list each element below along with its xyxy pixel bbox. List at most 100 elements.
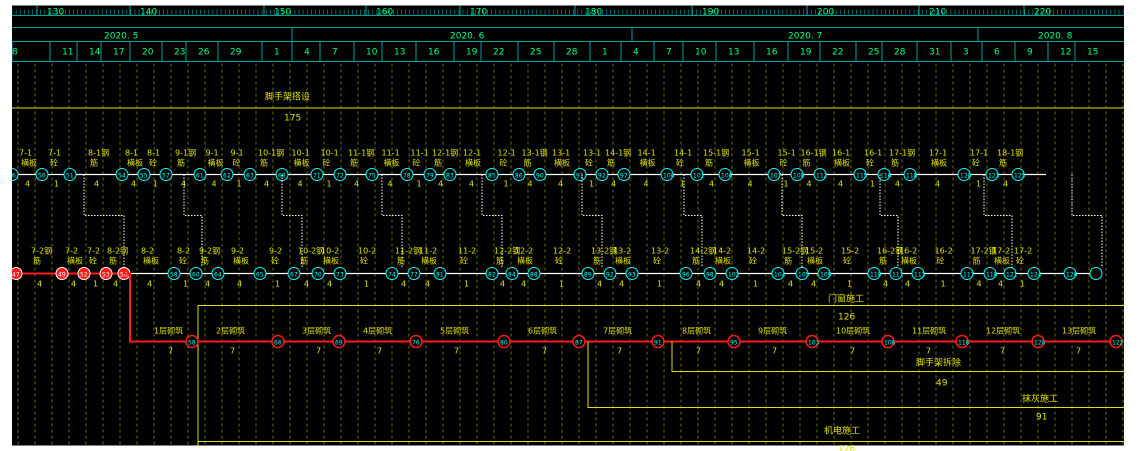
row2-node-number: 98 — [706, 272, 714, 279]
row2-task-label: 砼 — [179, 256, 187, 266]
row2-node-number: 58 — [170, 272, 178, 279]
dependency-link — [879, 174, 899, 268]
day-label: 25 — [868, 48, 879, 58]
row1-node — [877, 168, 891, 181]
day-label: 20 — [142, 48, 154, 58]
row2-node — [1003, 267, 1017, 280]
row2-task-duration: 4 — [597, 280, 602, 289]
row1-task-label: 砼 — [780, 158, 788, 168]
row2-node-number: 126 — [1066, 272, 1078, 279]
row2-task-label: 12-2 — [553, 247, 571, 256]
row1-task-label: 筋 — [434, 158, 442, 168]
row1-node-number: 79 — [426, 173, 434, 180]
row2-task-duration: 4 — [696, 280, 701, 289]
day-label: 31 — [929, 48, 940, 58]
row2-task-label: 筋 — [109, 256, 117, 266]
diagram-background — [12, 5, 1124, 446]
row1-node — [617, 168, 631, 181]
row1-task-label: 筋 — [607, 158, 615, 168]
row1-node-number: 125 — [1014, 173, 1026, 180]
row2-node-number: 89 — [584, 272, 592, 279]
day-label: 16 — [766, 48, 778, 58]
row2-task-duration: 1 — [559, 280, 564, 289]
row2-task-label: 横板 — [807, 256, 823, 266]
week-label: 190 — [702, 8, 719, 18]
masonry-task-duration: 7 — [377, 347, 382, 356]
row2-task-label: 横板 — [233, 256, 249, 266]
row1-node — [400, 168, 414, 181]
week-label: 160 — [376, 8, 393, 18]
row2-node-number: 60 — [192, 272, 200, 279]
row2-task-label: 15-2 — [805, 247, 823, 256]
masonry-node-number: 116 — [958, 340, 970, 347]
row1-task-duration: 4 — [131, 180, 136, 189]
masonry-task-duration: 7 — [168, 347, 173, 356]
row1-node-number: 75 — [368, 173, 376, 180]
row2-task-label: 砼 — [460, 256, 468, 266]
row2-node — [12, 267, 23, 280]
mep-name: 机电施工 — [824, 425, 860, 437]
row1-node-number: 120 — [960, 173, 972, 180]
row2-task-label: 横板 — [517, 256, 533, 266]
masonry-node-number: 87 — [575, 340, 583, 347]
row1-task-label: 16-1 — [832, 149, 850, 158]
day-label: 12 — [1060, 48, 1071, 58]
row2-node — [1089, 267, 1103, 280]
row1-task-duration: 4 — [611, 180, 616, 189]
row2-task-duration: 1 — [93, 280, 98, 289]
row1-task-label: 横板 — [127, 158, 143, 168]
row1-task-label: 砼 — [500, 158, 508, 168]
masonry-node-number: 103 — [808, 340, 820, 347]
row2-task-label: 筋 — [973, 256, 981, 266]
row1-task-label: 筋 — [90, 158, 98, 168]
row2-task-label: 砼 — [1016, 256, 1024, 266]
week-label: 200 — [817, 8, 834, 18]
row1-task-label: 横板 — [384, 158, 400, 168]
day-label: 22 — [832, 48, 843, 58]
row2-node-number: 67 — [290, 272, 298, 279]
row1-task-label: 11-1钢 — [348, 148, 374, 158]
row1-task-duration: 4 — [354, 180, 359, 189]
row2-node-number: 121 — [1006, 272, 1018, 279]
row1-task-label: 17-1 — [970, 149, 988, 158]
masonry-node-number: 69 — [335, 340, 343, 347]
row2-task-label: 筋 — [300, 256, 308, 266]
row1-node-number: 123 — [988, 173, 1000, 180]
row2-node — [725, 267, 739, 280]
row2-node-number: 74 — [388, 272, 396, 279]
row1-task-label: 10-1 — [321, 149, 339, 158]
row2-task-label: 横板 — [994, 256, 1010, 266]
row2-task-label: 筋 — [201, 256, 209, 266]
row2-task-duration: 1 — [941, 280, 946, 289]
day-label: 17 — [113, 48, 124, 58]
dependency-link — [683, 174, 703, 268]
month-label: 2020. 6 — [450, 32, 485, 42]
row1-node-number: 46 — [12, 173, 16, 180]
day-label: 25 — [530, 48, 541, 58]
day-label: 11 — [62, 48, 73, 58]
row2-task-duration: 1 — [657, 280, 662, 289]
row1-node — [115, 168, 129, 181]
row2-task-label: 16-2钢 — [877, 246, 903, 256]
masonry-task-label: 7层砌筑 — [603, 326, 632, 336]
masonry-node-number: 76 — [412, 340, 420, 347]
row1-task-duration: 4 — [438, 180, 443, 189]
row2-node — [1027, 267, 1041, 280]
row2-task-duration: 4 — [147, 280, 152, 289]
row1-task-label: 9-1 — [206, 149, 219, 158]
row1-task-label: 横板 — [21, 158, 37, 168]
row1-task-label: 14-1钢 — [605, 148, 631, 158]
day-label: 19 — [466, 48, 478, 58]
row2-task-label: 筋 — [496, 256, 504, 266]
scaffold-removal-duration: 49 — [936, 379, 948, 389]
masonry-node-number: 120 — [1034, 340, 1046, 347]
row2-task-label: 17-2钢 — [971, 246, 997, 256]
row2-node-number: 47 — [12, 272, 20, 279]
masonry-node-number: 91 — [654, 340, 662, 347]
row1-task-label: 9-1 — [231, 149, 244, 158]
row2-task-duration: 4 — [401, 280, 406, 289]
row2-task-duration: 4 — [619, 280, 624, 289]
row1-node — [1011, 168, 1025, 181]
row2-task-duration: 1 — [183, 280, 188, 289]
